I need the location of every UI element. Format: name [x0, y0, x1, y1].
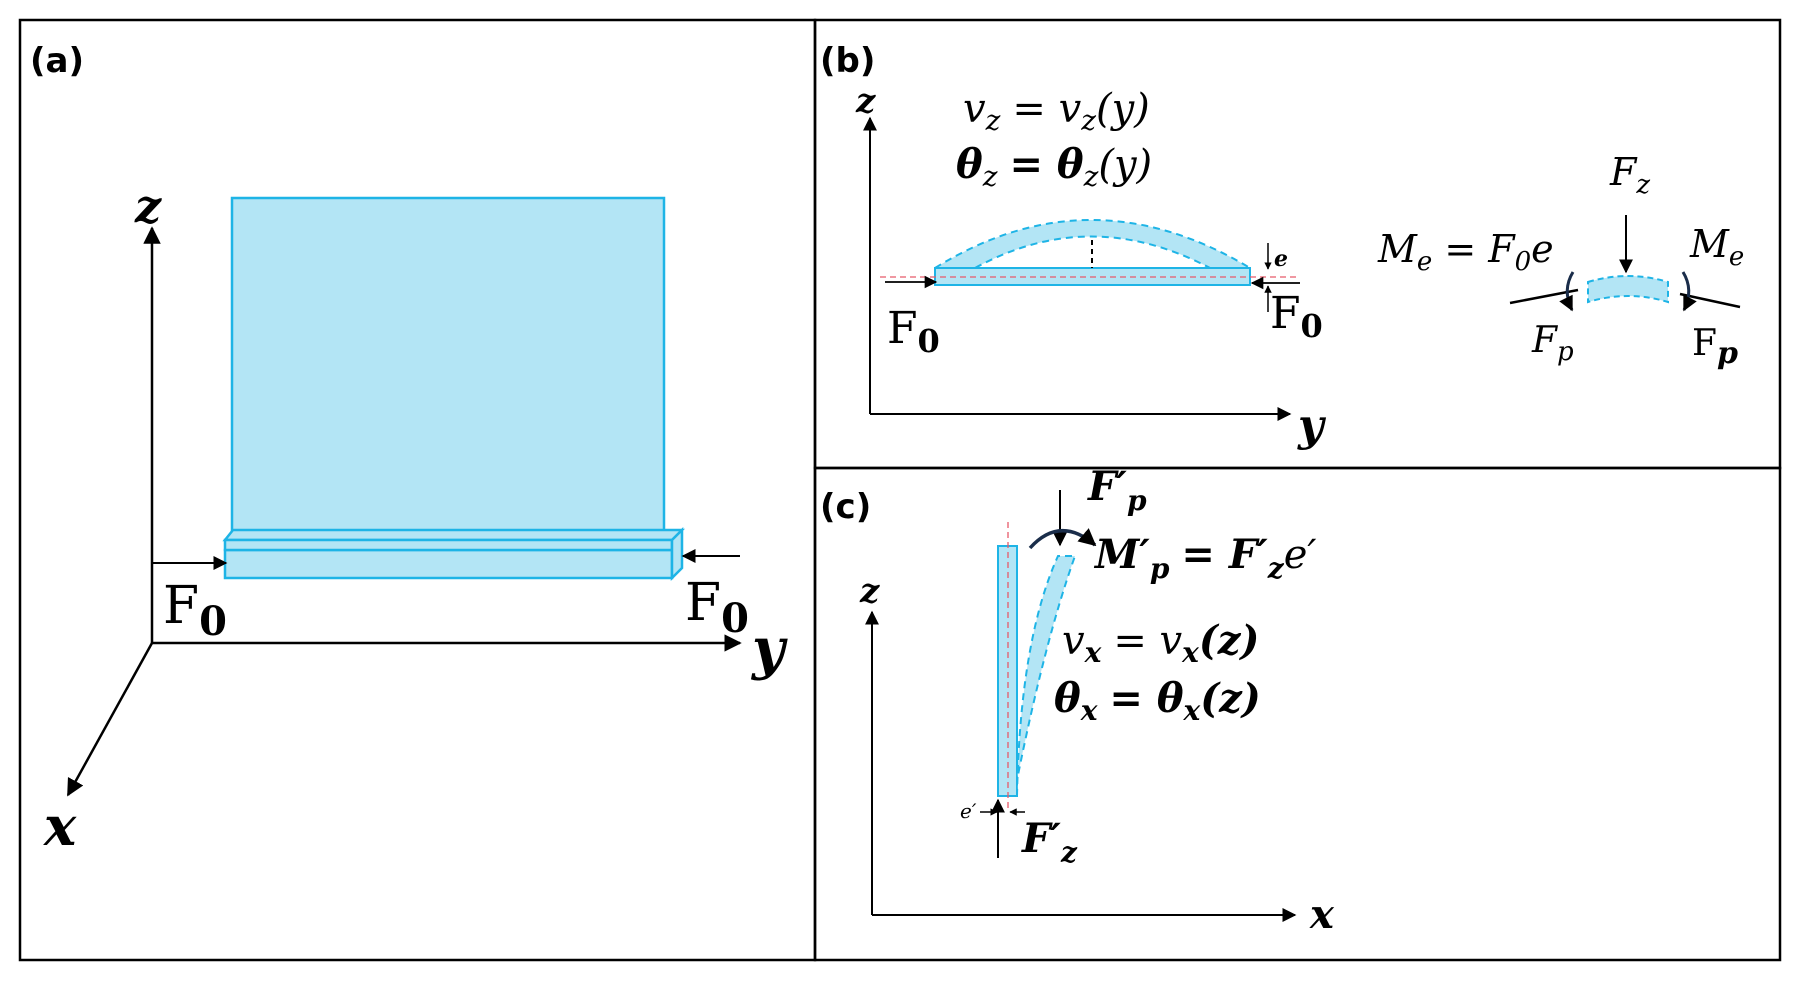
- panel-b: (b) z y vz= vz(y) θz= θz(y) e F0 F0: [820, 41, 1744, 451]
- flange-lip: [223, 538, 674, 552]
- moment-b-rhs-sub: 0: [1515, 247, 1532, 277]
- moment-c-lhs: M′: [1093, 531, 1150, 578]
- flange-top: [222, 528, 686, 542]
- ecc-label-c: e′: [960, 799, 977, 823]
- eq-theta-b-rhs: = θ: [1009, 141, 1083, 188]
- fp-left-label-b: Fp: [1531, 320, 1574, 367]
- panel-a-label: (a): [30, 41, 84, 81]
- eq-v-c: vx= vx(z): [1062, 617, 1259, 669]
- force-right-b-sub: 0: [1301, 307, 1323, 345]
- eq-v-b-arg: (y): [1096, 86, 1150, 132]
- force-right-a-sub: 0: [721, 595, 749, 642]
- eq-theta-c-lhs: θ: [1054, 675, 1081, 722]
- flange-front: [223, 548, 674, 580]
- eq-v-c-arg: (z): [1199, 617, 1260, 664]
- eq-v-b-sub: z: [985, 104, 1001, 137]
- eq-v-b-rhs: = v: [1012, 86, 1081, 132]
- force-z-b-main: F: [1609, 150, 1638, 194]
- axis-x-a: [66, 642, 154, 797]
- fz-bottom-c-sub: z: [1060, 836, 1078, 869]
- fp-right-b-sub: p: [1717, 336, 1738, 371]
- eq-v-c-rhs-sub: x: [1181, 636, 1199, 669]
- force-z-b-sub: z: [1635, 170, 1650, 200]
- eq-v-b: vz= vz(y): [963, 86, 1150, 137]
- moment-b-lhs: M: [1377, 227, 1418, 271]
- eq-v-c-sub: x: [1084, 636, 1102, 669]
- axis-x-c-label: x: [1309, 891, 1335, 938]
- web-plate: [230, 196, 666, 542]
- axis-z-b-label: z: [855, 81, 876, 121]
- force-right-b-main: F: [1270, 288, 1301, 339]
- force-left-b-sub: 0: [918, 322, 940, 360]
- fp-left-b-main: F: [1531, 320, 1559, 361]
- eq-v-c-rhs: = v: [1113, 618, 1182, 664]
- moment-top-arc-c: [1028, 528, 1097, 550]
- force-left-a-main: F: [163, 576, 199, 636]
- fp-top-c-main: F′: [1087, 463, 1127, 510]
- eq-theta-b-lhs: θ: [956, 141, 983, 188]
- flange-side: [670, 526, 684, 582]
- moment-b-sub: e: [1417, 247, 1432, 277]
- moment-c-rhs: = F′: [1181, 531, 1268, 578]
- axis-y-a-label: y: [750, 616, 788, 682]
- force-right-label-a: F0: [685, 573, 749, 642]
- axis-y-b-label: y: [1297, 400, 1327, 451]
- eq-theta-c-rhs-sub: x: [1183, 694, 1201, 727]
- force-left-label-b: F0: [887, 303, 940, 360]
- ecc-label-b: e: [1274, 246, 1288, 272]
- force-left-b-main: F: [887, 303, 918, 354]
- eq-theta-b: θz= θz(y): [956, 141, 1152, 193]
- axis-z-a-label: z: [134, 179, 162, 233]
- fp-right-b-main: F: [1692, 323, 1717, 364]
- eq-theta-b-sub: z: [982, 160, 998, 193]
- moment-b-rhs-tail: e: [1531, 227, 1554, 271]
- force-left-label-a: F0: [163, 576, 227, 645]
- panel-b-label: (b): [820, 41, 875, 81]
- moment-c-sub: p: [1150, 552, 1170, 585]
- segment-b: [1587, 275, 1669, 304]
- panel-c-frame: [813, 466, 1782, 962]
- deformed-beam-b: [931, 219, 1254, 269]
- axis-x-a-label: x: [43, 794, 77, 858]
- eq-theta-c: θx= θx(z): [1054, 675, 1261, 727]
- fp-left-b-sub: p: [1557, 337, 1574, 367]
- fp-top-label-c: F′p: [1087, 463, 1147, 517]
- axis-z-c-label: z: [859, 571, 880, 611]
- eq-v-b-lhs: v: [963, 86, 986, 132]
- panel-a: (a) z y x F0 F0: [30, 41, 788, 858]
- moment-right-arc-b: [1681, 271, 1697, 312]
- moment-right-label-b: Me: [1689, 222, 1744, 272]
- panel-c-label: (c): [820, 487, 871, 527]
- moment-right-b-sub: e: [1729, 242, 1744, 272]
- force-z-label-b: Fz: [1609, 150, 1650, 200]
- force-left-a-sub: 0: [199, 598, 227, 645]
- eq-theta-b-rhs-sub: z: [1083, 160, 1099, 193]
- panel-borders: [18, 18, 1782, 962]
- eq-theta-c-arg: (z): [1200, 675, 1261, 722]
- moment-left-arc-b: [1559, 271, 1575, 312]
- moment-eq-c: M′p = F′ze′: [1093, 531, 1316, 585]
- moment-c-rhs-sub: z: [1267, 552, 1285, 585]
- force-right-a-main: F: [685, 573, 721, 633]
- moment-right-b-main: M: [1689, 222, 1730, 266]
- eq-theta-b-arg: (y): [1098, 142, 1152, 188]
- fp-right-label-b: Fp: [1692, 323, 1738, 371]
- fz-bottom-label-c: F′z: [1021, 815, 1078, 869]
- deformed-column-c: [1016, 555, 1077, 797]
- force-right-label-b: F0: [1270, 288, 1323, 345]
- eq-theta-c-rhs: = θ: [1109, 675, 1183, 722]
- fz-bottom-c-main: F′: [1021, 815, 1061, 862]
- moment-b-rhs: = F: [1444, 227, 1516, 271]
- panel-c: (c) z x F′p M′p= F′ze′ vx= vx(z) θx= θx(…: [820, 463, 1335, 938]
- moment-eq-b: Me= F0e: [1377, 227, 1554, 277]
- fp-top-c-sub: p: [1127, 484, 1147, 517]
- eq-theta-c-sub: x: [1080, 694, 1098, 727]
- eq-v-b-rhs-sub: z: [1080, 104, 1096, 137]
- eq-v-c-lhs: v: [1062, 618, 1085, 664]
- moment-c-rhs-tail: e′: [1284, 532, 1317, 578]
